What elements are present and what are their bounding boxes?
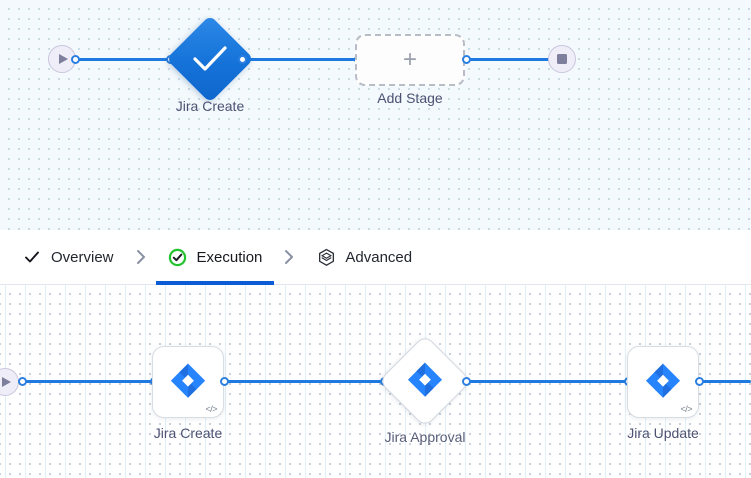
plus-icon: + bbox=[402, 46, 417, 73]
add-stage-label: Add Stage bbox=[377, 90, 443, 106]
port-start-out[interactable] bbox=[71, 55, 80, 64]
edge-jira-update-out bbox=[700, 380, 751, 383]
node-label-jira-update: Jira Update bbox=[627, 425, 699, 441]
tab-label-advanced: Advanced bbox=[345, 248, 413, 266]
port-jira-create-out[interactable] bbox=[238, 55, 247, 64]
edge-approval-to-jira-update bbox=[466, 380, 628, 383]
execution-start-node[interactable] bbox=[0, 368, 19, 396]
pipeline-end-node[interactable] bbox=[548, 45, 576, 73]
tab-label-overview: Overview bbox=[51, 248, 114, 266]
node-jira-update[interactable]: </> bbox=[627, 346, 699, 418]
tab-overview[interactable]: Overview bbox=[22, 230, 114, 285]
execution-canvas[interactable]: </> Jira Create Jira Approval bbox=[0, 285, 751, 478]
edge-jira-create-to-approval bbox=[226, 380, 384, 383]
chevron-right-icon bbox=[114, 249, 168, 265]
tab-label-execution: Execution bbox=[196, 248, 263, 266]
port-jira-update-out[interactable] bbox=[695, 377, 704, 386]
edge-start-to-jira-create-exec bbox=[22, 380, 154, 383]
edge-start-to-jira-create bbox=[74, 58, 180, 61]
jira-icon bbox=[645, 363, 681, 398]
stage-config-tabbar: Overview Execution bbox=[0, 230, 751, 285]
stop-icon bbox=[557, 54, 567, 64]
node-label-jira-approval: Jira Approval bbox=[384, 429, 466, 445]
hexagon-layers-icon bbox=[316, 247, 336, 267]
add-stage-button[interactable]: + bbox=[355, 34, 465, 86]
port-jira-approval-out[interactable] bbox=[462, 377, 471, 386]
port-exec-start-out[interactable] bbox=[18, 377, 27, 386]
jira-icon bbox=[170, 363, 206, 398]
edge-add-stage-to-end bbox=[466, 58, 554, 61]
play-icon bbox=[59, 54, 68, 64]
check-icon bbox=[22, 247, 42, 267]
node-label-jira-create: Jira Create bbox=[153, 425, 223, 441]
tab-advanced[interactable]: Advanced bbox=[316, 230, 412, 285]
pipeline-canvas-top[interactable]: Jira Create + Add Stage bbox=[0, 0, 751, 230]
edge-jira-create-to-add-stage bbox=[242, 58, 358, 61]
chevron-right-icon-2 bbox=[262, 249, 316, 265]
stage-label-jira-create: Jira Create bbox=[175, 98, 245, 114]
tab-execution[interactable]: Execution bbox=[155, 230, 275, 285]
port-jira-create-exec-out[interactable] bbox=[220, 377, 229, 386]
node-jira-create[interactable]: </> bbox=[152, 346, 224, 418]
port-add-stage-out[interactable] bbox=[462, 55, 471, 64]
node-jira-approval[interactable] bbox=[378, 334, 472, 428]
code-badge-icon-2: </> bbox=[680, 404, 692, 414]
play-icon bbox=[2, 377, 11, 387]
check-circle-icon bbox=[168, 247, 188, 267]
code-badge-icon: </> bbox=[205, 404, 217, 414]
